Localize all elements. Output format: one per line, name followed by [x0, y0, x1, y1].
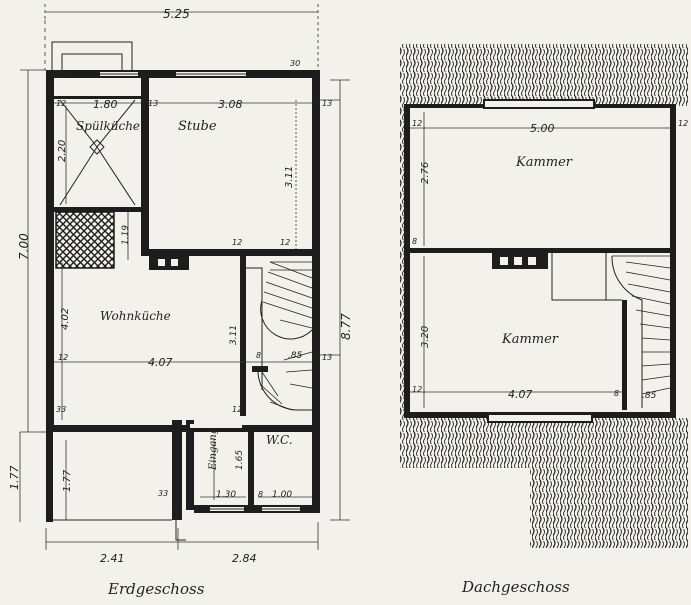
attic-dim-w12b: 12: [678, 119, 688, 128]
stair-treads: [261, 261, 313, 411]
dim-w30: 30: [290, 59, 300, 68]
dim-w13b: 13: [322, 99, 332, 108]
caption-dachgeschoss: Dachgeschoss: [461, 578, 570, 596]
attic-dim-top-depth: 2.76: [420, 162, 431, 184]
dim-lower-depth: 1.77: [8, 466, 21, 491]
dim-stair-311: 3.11: [229, 325, 239, 345]
dim-wohn-depth: 4.02: [60, 308, 71, 330]
dim-overall-width: 5.25: [163, 7, 190, 21]
dim-spuel-width: 1.80: [93, 98, 118, 111]
room-spuelkueche: Spülküche: [76, 119, 140, 133]
room-kammer-bottom: Kammer: [501, 332, 559, 347]
dim-w8b: 8: [258, 490, 263, 499]
dim-w12d: 12: [58, 353, 68, 362]
dim-bottom-241: 2.41: [100, 552, 125, 565]
dim-wc-100: 1.00: [272, 490, 292, 500]
dim-w12a: 12: [56, 99, 66, 108]
attic-dim-bottom-depth: 3.20: [420, 326, 431, 348]
dim-w12c: 12: [280, 238, 290, 247]
dim-overall-depth: 7.00: [17, 233, 31, 260]
room-wc: W.C.: [266, 433, 293, 447]
dim-w8: 8: [256, 351, 261, 360]
dim-eing-165: 1.65: [235, 450, 245, 470]
attic-dim-w12c: 12: [412, 385, 422, 394]
dim-bottom-284: 2.84: [232, 552, 257, 565]
attic-floor-plan: [400, 44, 688, 548]
dim-lower-177: 1.77: [62, 469, 73, 492]
dim-gap-119: 1.19: [121, 225, 131, 245]
attic-dim-w8a: 8: [412, 237, 417, 246]
room-stube: Stube: [178, 119, 217, 134]
dim-w13c: 13: [322, 353, 332, 362]
dim-stube-width: 3.08: [218, 98, 243, 111]
caption-erdgeschoss: Erdgeschoss: [107, 580, 205, 598]
attic-dim-w8b: 8: [614, 389, 619, 398]
attic-stair-treads: [612, 255, 671, 395]
dim-spuel-depth: 2.20: [57, 140, 68, 162]
dim-wohn-width: 4.07: [148, 356, 173, 369]
dim-stair-85: .85: [288, 351, 303, 361]
room-kammer-top: Kammer: [515, 155, 573, 170]
dim-right-depth: 8.77: [339, 313, 353, 340]
ground-floor-plan: [19, 4, 350, 550]
attic-dim-w12a: 12: [412, 119, 422, 128]
room-eingang: Eingang: [208, 428, 219, 471]
dim-w12e: 12: [232, 405, 242, 414]
dim-w24: 24: [56, 71, 66, 80]
dim-eing-130: 1.30: [216, 490, 236, 500]
room-wohnkueche: Wohnküche: [100, 309, 171, 323]
attic-dim-bottom-width: 4.07: [508, 388, 533, 401]
dim-stube-depth: 3.11: [284, 166, 295, 188]
dim-w12b: 12: [232, 238, 242, 247]
attic-dim-stair-85: .85: [642, 391, 657, 401]
dim-w13a: 13: [148, 99, 158, 108]
attic-dim-top-width: 5.00: [530, 122, 555, 135]
dim-w33b: 33: [158, 489, 168, 498]
dim-w33: 33: [56, 405, 66, 414]
